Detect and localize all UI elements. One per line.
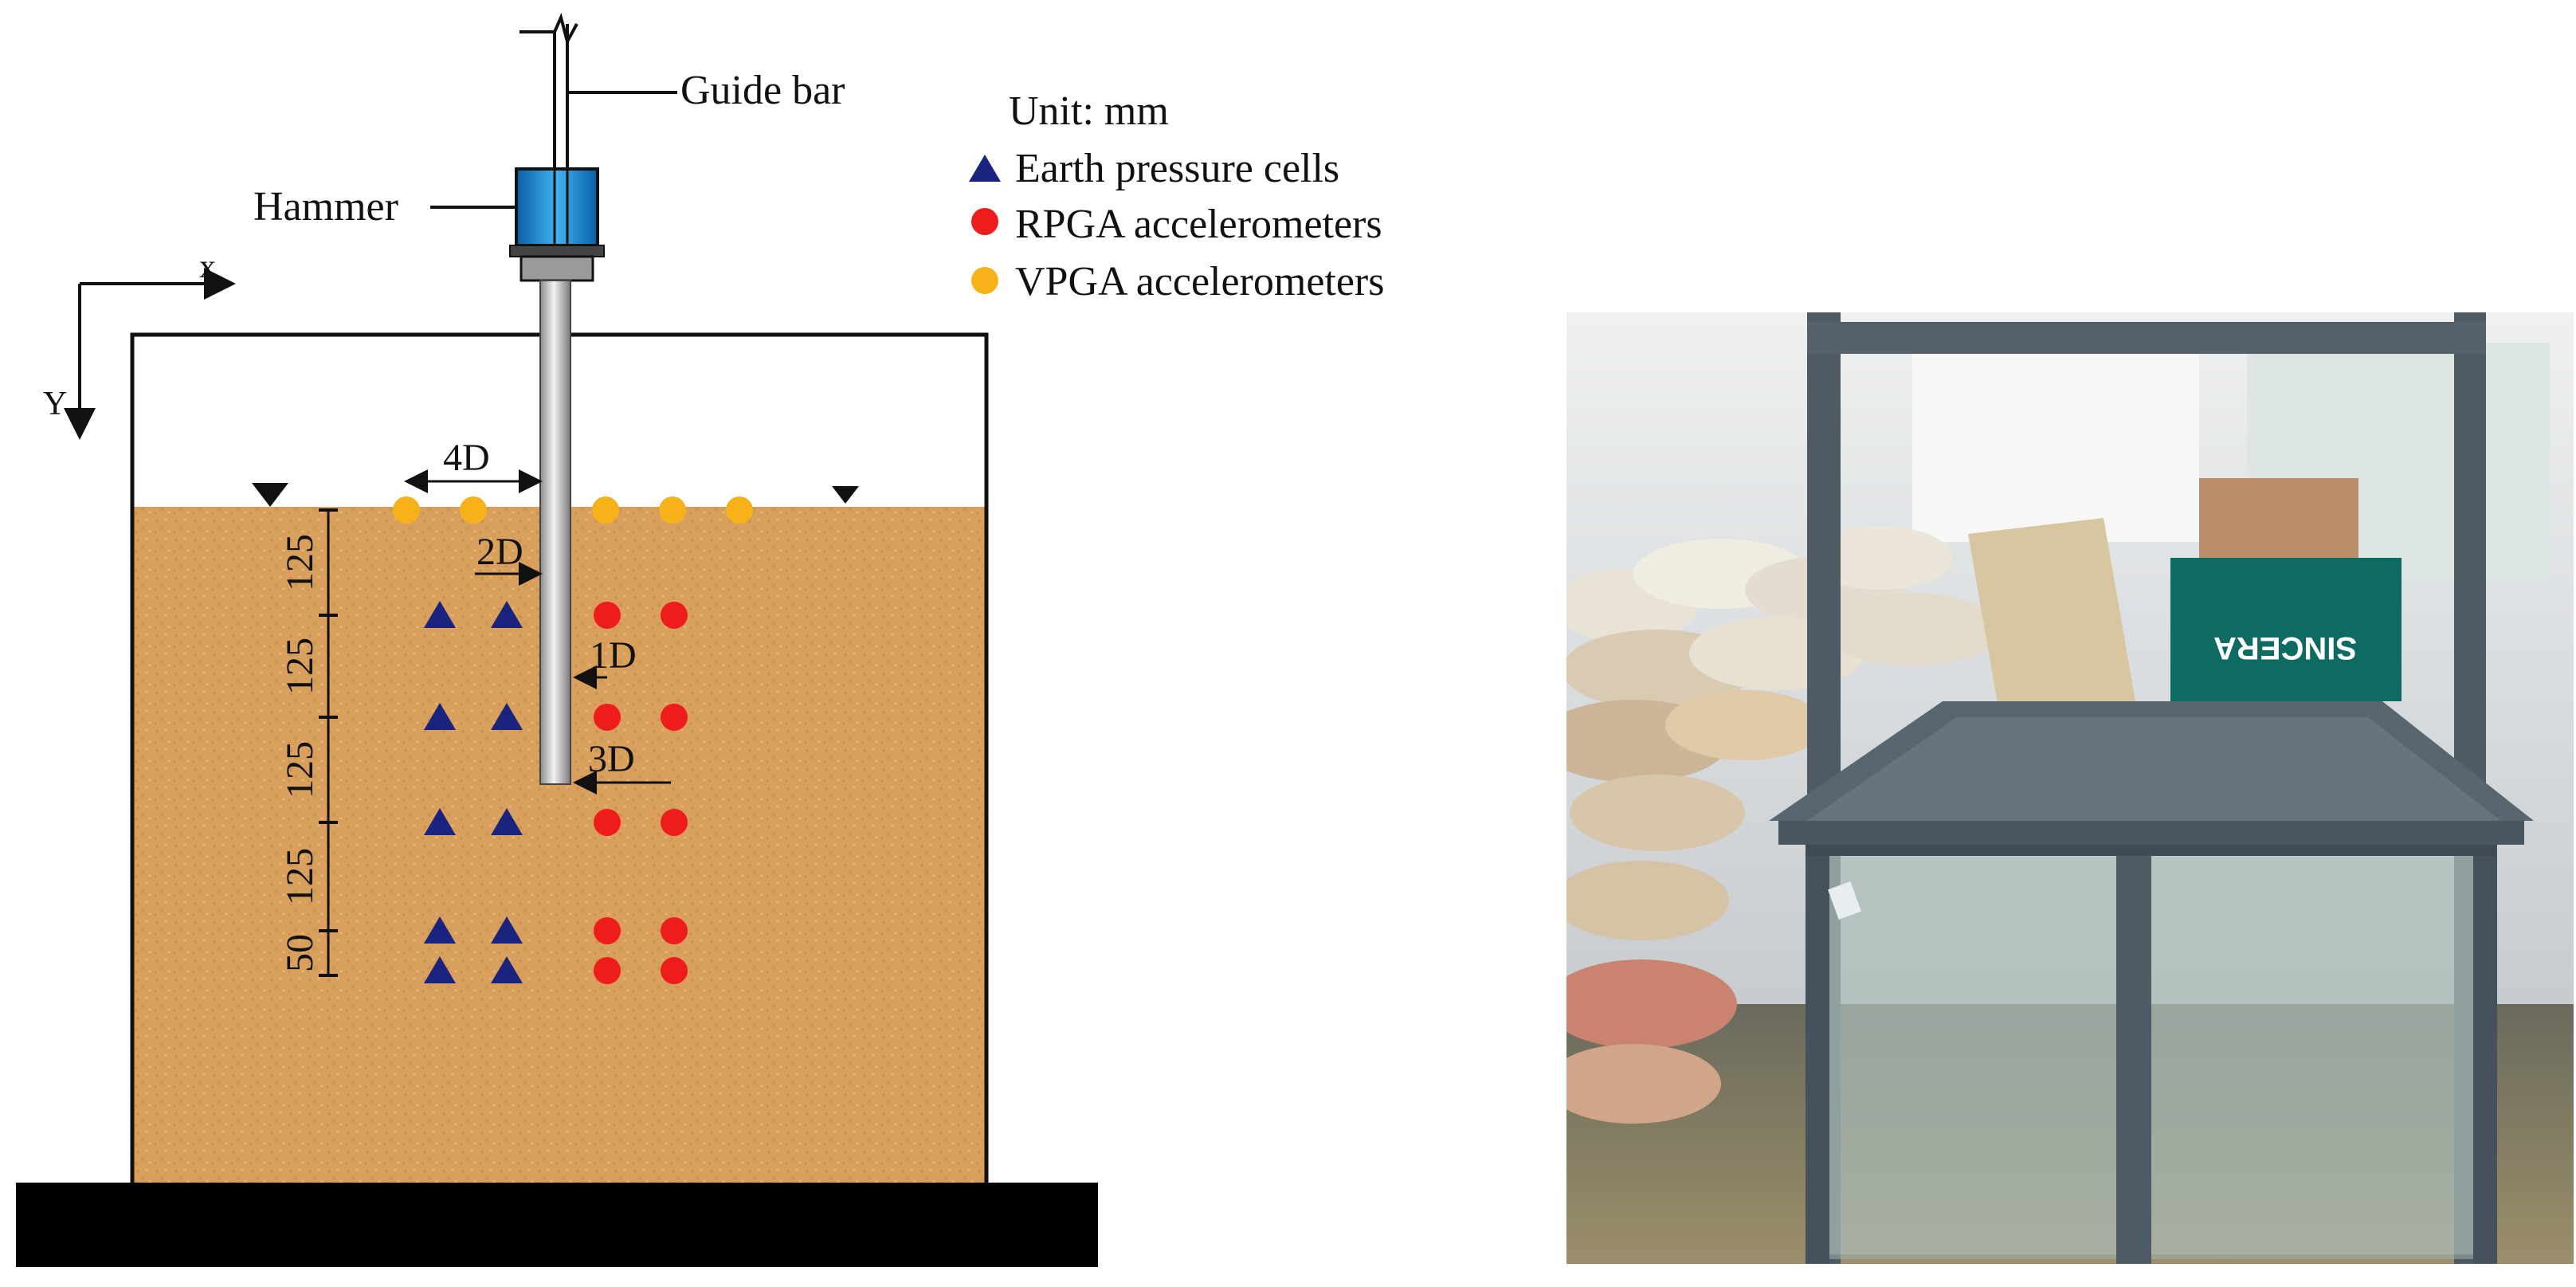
legend-label-vpga: VPGA accelerometers (1015, 259, 1384, 304)
legend-label-earth-pressure-cells: Earth pressure cells (1015, 146, 1339, 191)
depth-dimension-label: 125 (279, 534, 321, 591)
earth-pressure-cell-marker (491, 916, 523, 944)
rpga-marker (594, 704, 621, 731)
rpga-marker (661, 602, 688, 629)
earth-pressure-cell-marker (491, 703, 523, 730)
axis-y-label: Y (43, 386, 67, 422)
rpga-accelerometers (594, 602, 688, 984)
guide-bar: Guide bar (520, 13, 845, 172)
earth-pressure-cell-marker (491, 808, 523, 835)
depth-dimension-label: 50 (279, 934, 321, 972)
rpga-marker (594, 957, 621, 984)
legend: Unit: mm Earth pressure cells RPGA accel… (969, 88, 1384, 304)
legend-marker-rpga (971, 208, 998, 235)
rpga-marker (661, 957, 688, 984)
earth-pressure-cells (424, 601, 523, 983)
pile (539, 280, 571, 785)
photo-sign-text: SINCERA (2213, 630, 2357, 665)
legend-marker-earth-pressure-cells (969, 155, 1001, 182)
vpga-marker (659, 496, 686, 524)
rpga-marker (661, 704, 688, 731)
hammer: Hammer (253, 167, 605, 282)
dist-3d-label: 3D (588, 738, 635, 780)
coordinate-axes: x Y (43, 249, 236, 440)
legend-unit: Unit: mm (1009, 88, 1169, 134)
glass-tank (1769, 701, 2534, 1264)
schematic-diagram: x Y Guide bar Hammer (16, 13, 1384, 1267)
rpga-marker (594, 809, 621, 836)
dist-2d-label: 2D (476, 531, 523, 573)
rpga-marker (594, 917, 621, 944)
surface-marker-right (832, 486, 859, 504)
rpga-marker (661, 917, 688, 944)
rpga-marker (661, 809, 688, 836)
dist-1d-label: 1D (590, 634, 637, 677)
vpga-marker (726, 496, 753, 524)
earth-pressure-cell-marker (424, 956, 456, 983)
earth-pressure-cell-marker (491, 601, 523, 628)
base-plate (16, 1183, 1098, 1267)
earth-pressure-cell-marker (424, 703, 456, 730)
surface-marker-left (252, 483, 288, 507)
hammer-label: Hammer (253, 184, 398, 230)
legend-label-rpga: RPGA accelerometers (1015, 202, 1382, 247)
rpga-marker (594, 602, 621, 629)
distance-annotations: 4D 2D 1D 3D (404, 437, 671, 795)
vpga-marker (460, 496, 487, 524)
vpga-marker (393, 496, 420, 524)
depth-dimension-label: 125 (279, 638, 321, 695)
earth-pressure-cell-marker (491, 956, 523, 983)
vpga-accelerometers (393, 496, 753, 524)
vpga-marker (592, 496, 619, 524)
depth-dimension-label: 125 (279, 848, 321, 905)
depth-dimension-label: 125 (279, 741, 321, 798)
sand-sacks (1566, 526, 2000, 1124)
earth-pressure-cell-marker (424, 808, 456, 835)
test-tank-photo: SINCERA (1566, 312, 2574, 1264)
guide-bar-label: Guide bar (680, 68, 845, 113)
earth-pressure-cell-marker (424, 916, 456, 944)
axis-x-label: x (199, 249, 216, 285)
earth-pressure-cell-marker (424, 601, 456, 628)
depth-dimensions: 125 125 125 125 50 (279, 508, 338, 977)
dist-4d-label: 4D (443, 437, 490, 479)
legend-marker-vpga (971, 267, 998, 294)
